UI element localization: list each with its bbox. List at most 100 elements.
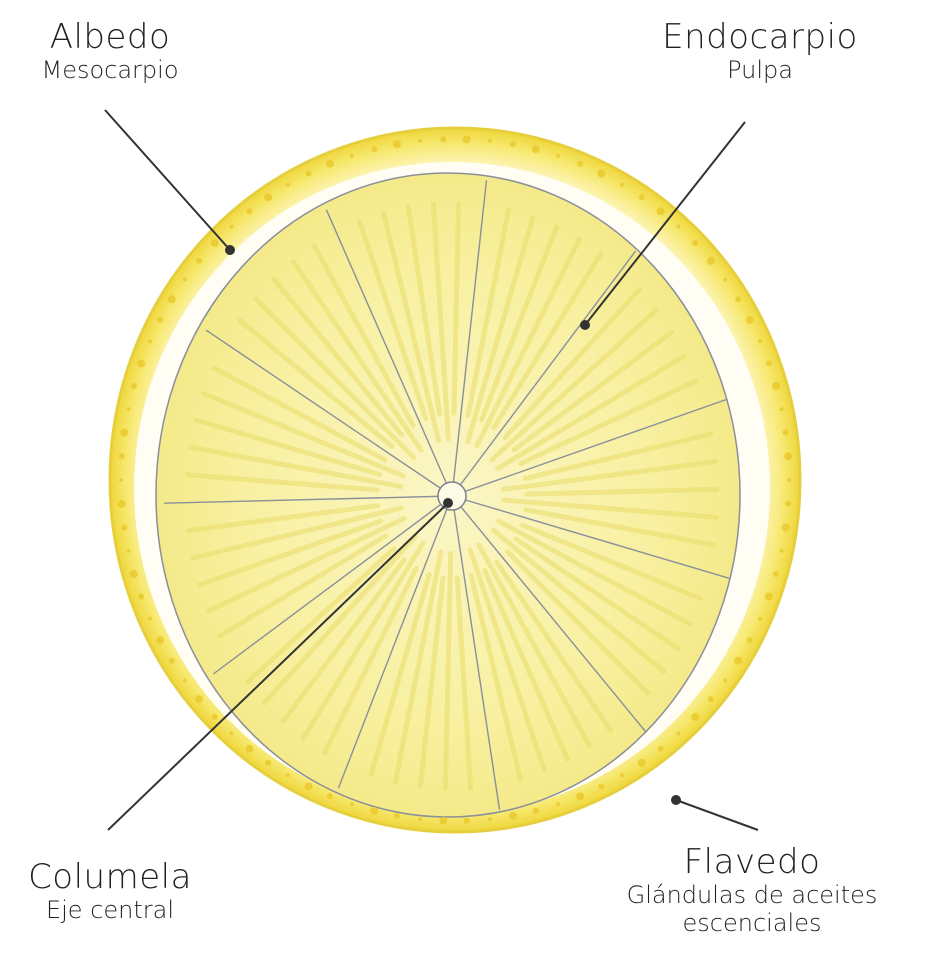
oil-gland-dot <box>130 570 138 578</box>
oil-gland-dot <box>156 636 164 644</box>
oil-gland-dot <box>326 160 334 168</box>
oil-gland-dot <box>265 760 271 766</box>
oil-gland-dot <box>782 524 790 532</box>
flavedo-pointer-dot <box>671 795 681 805</box>
oil-gland-dot <box>758 617 762 621</box>
oil-gland-dot <box>137 359 145 367</box>
oil-gland-dot <box>418 817 422 821</box>
oil-gland-dot <box>245 745 253 753</box>
oil-gland-dot <box>195 695 203 703</box>
flavedo-subtitle-line2: escenciales <box>575 910 929 938</box>
oil-gland-dot <box>692 240 698 246</box>
oil-gland-dot <box>439 817 447 825</box>
oil-gland-dot <box>120 429 128 437</box>
columela-title: Columela <box>10 858 210 897</box>
oil-gland-dot <box>230 731 234 735</box>
oil-gland-dot <box>418 139 422 143</box>
oil-gland-dot <box>639 194 645 200</box>
oil-gland-dot <box>746 316 754 324</box>
oil-gland-dot <box>556 802 560 806</box>
oil-gland-dot <box>286 773 290 777</box>
oil-gland-dot <box>440 136 446 142</box>
oil-gland-dot <box>126 549 130 553</box>
oil-gland-dot <box>783 430 789 436</box>
columela-pointer-dot <box>443 498 453 508</box>
oil-gland-dot <box>393 140 401 148</box>
flavedo-leader-line <box>676 800 758 830</box>
flavedo-subtitle-line1: Glándulas de aceites <box>575 882 929 910</box>
oil-gland-dot <box>533 808 539 814</box>
oil-gland-dot <box>677 225 681 229</box>
oil-gland-dot <box>488 817 492 821</box>
oil-gland-dot <box>691 713 699 721</box>
oil-gland-dot <box>510 141 516 147</box>
oil-gland-dot <box>305 783 313 791</box>
oil-gland-dot <box>183 278 187 282</box>
flavedo-label: Flavedo Glándulas de aceites escenciales <box>575 843 929 937</box>
oil-gland-dot <box>747 637 753 643</box>
oil-gland-dot <box>183 678 187 682</box>
oil-gland-dot <box>119 453 125 459</box>
oil-gland-dot <box>658 746 664 752</box>
oil-gland-dot <box>723 678 727 682</box>
oil-gland-dot <box>597 170 605 178</box>
oil-gland-dot <box>118 500 126 508</box>
oil-gland-dot <box>371 146 377 152</box>
oil-gland-dot <box>148 617 152 621</box>
oil-gland-dot <box>758 339 762 343</box>
oil-gland-dot <box>723 278 727 282</box>
oil-gland-dot <box>576 792 584 800</box>
albedo-leader-line <box>105 110 230 250</box>
albedo-subtitle: Mesocarpio <box>10 57 210 85</box>
oil-gland-dot <box>638 759 646 767</box>
oil-gland-dot <box>286 183 290 187</box>
oil-gland-dot <box>780 549 784 553</box>
oil-gland-dot <box>620 183 624 187</box>
oil-gland-dot <box>306 171 312 177</box>
oil-gland-dot <box>148 339 152 343</box>
oil-gland-dot <box>785 501 791 507</box>
oil-gland-dot <box>780 407 784 411</box>
oil-gland-dot <box>765 593 773 601</box>
oil-gland-dot <box>350 154 354 158</box>
endocarpio-label: Endocarpio Pulpa <box>640 18 880 85</box>
oil-gland-dot <box>577 161 583 167</box>
oil-gland-dot <box>620 773 624 777</box>
columela-subtitle: Eje central <box>10 897 210 925</box>
oil-gland-dot <box>735 296 741 302</box>
oil-gland-dot <box>169 658 175 664</box>
oil-gland-dot <box>131 383 137 389</box>
oil-gland-dot <box>773 571 779 577</box>
albedo-pointer-dot <box>225 245 235 255</box>
endocarpio-pointer-dot <box>580 320 590 330</box>
oil-gland-dot <box>350 802 354 806</box>
endocarpio-title: Endocarpio <box>640 18 880 57</box>
oil-gland-dot <box>121 525 127 531</box>
oil-gland-dot <box>394 813 400 819</box>
oil-gland-dot <box>463 135 471 143</box>
oil-gland-dot <box>138 594 144 600</box>
oil-gland-dot <box>657 207 665 215</box>
oil-gland-dot <box>532 145 540 153</box>
oil-gland-dot <box>766 360 772 366</box>
oil-gland-dot <box>677 731 681 735</box>
oil-gland-dot <box>556 154 560 158</box>
oil-gland-dot <box>509 812 517 820</box>
oil-gland-dot <box>464 818 470 824</box>
oil-gland-dot <box>707 257 715 265</box>
oil-gland-dot <box>168 295 176 303</box>
oil-gland-dot <box>157 317 163 323</box>
oil-gland-dot <box>598 784 604 790</box>
oil-gland-dot <box>212 714 218 720</box>
albedo-title: Albedo <box>10 18 210 57</box>
flavedo-title: Flavedo <box>575 843 929 882</box>
oil-gland-dot <box>734 657 742 665</box>
oil-gland-dot <box>230 225 234 229</box>
oil-gland-dot <box>264 193 272 201</box>
columela-label: Columela Eje central <box>10 858 210 925</box>
oil-gland-dot <box>196 258 202 264</box>
oil-gland-dot <box>119 478 123 482</box>
oil-gland-dot <box>370 807 378 815</box>
